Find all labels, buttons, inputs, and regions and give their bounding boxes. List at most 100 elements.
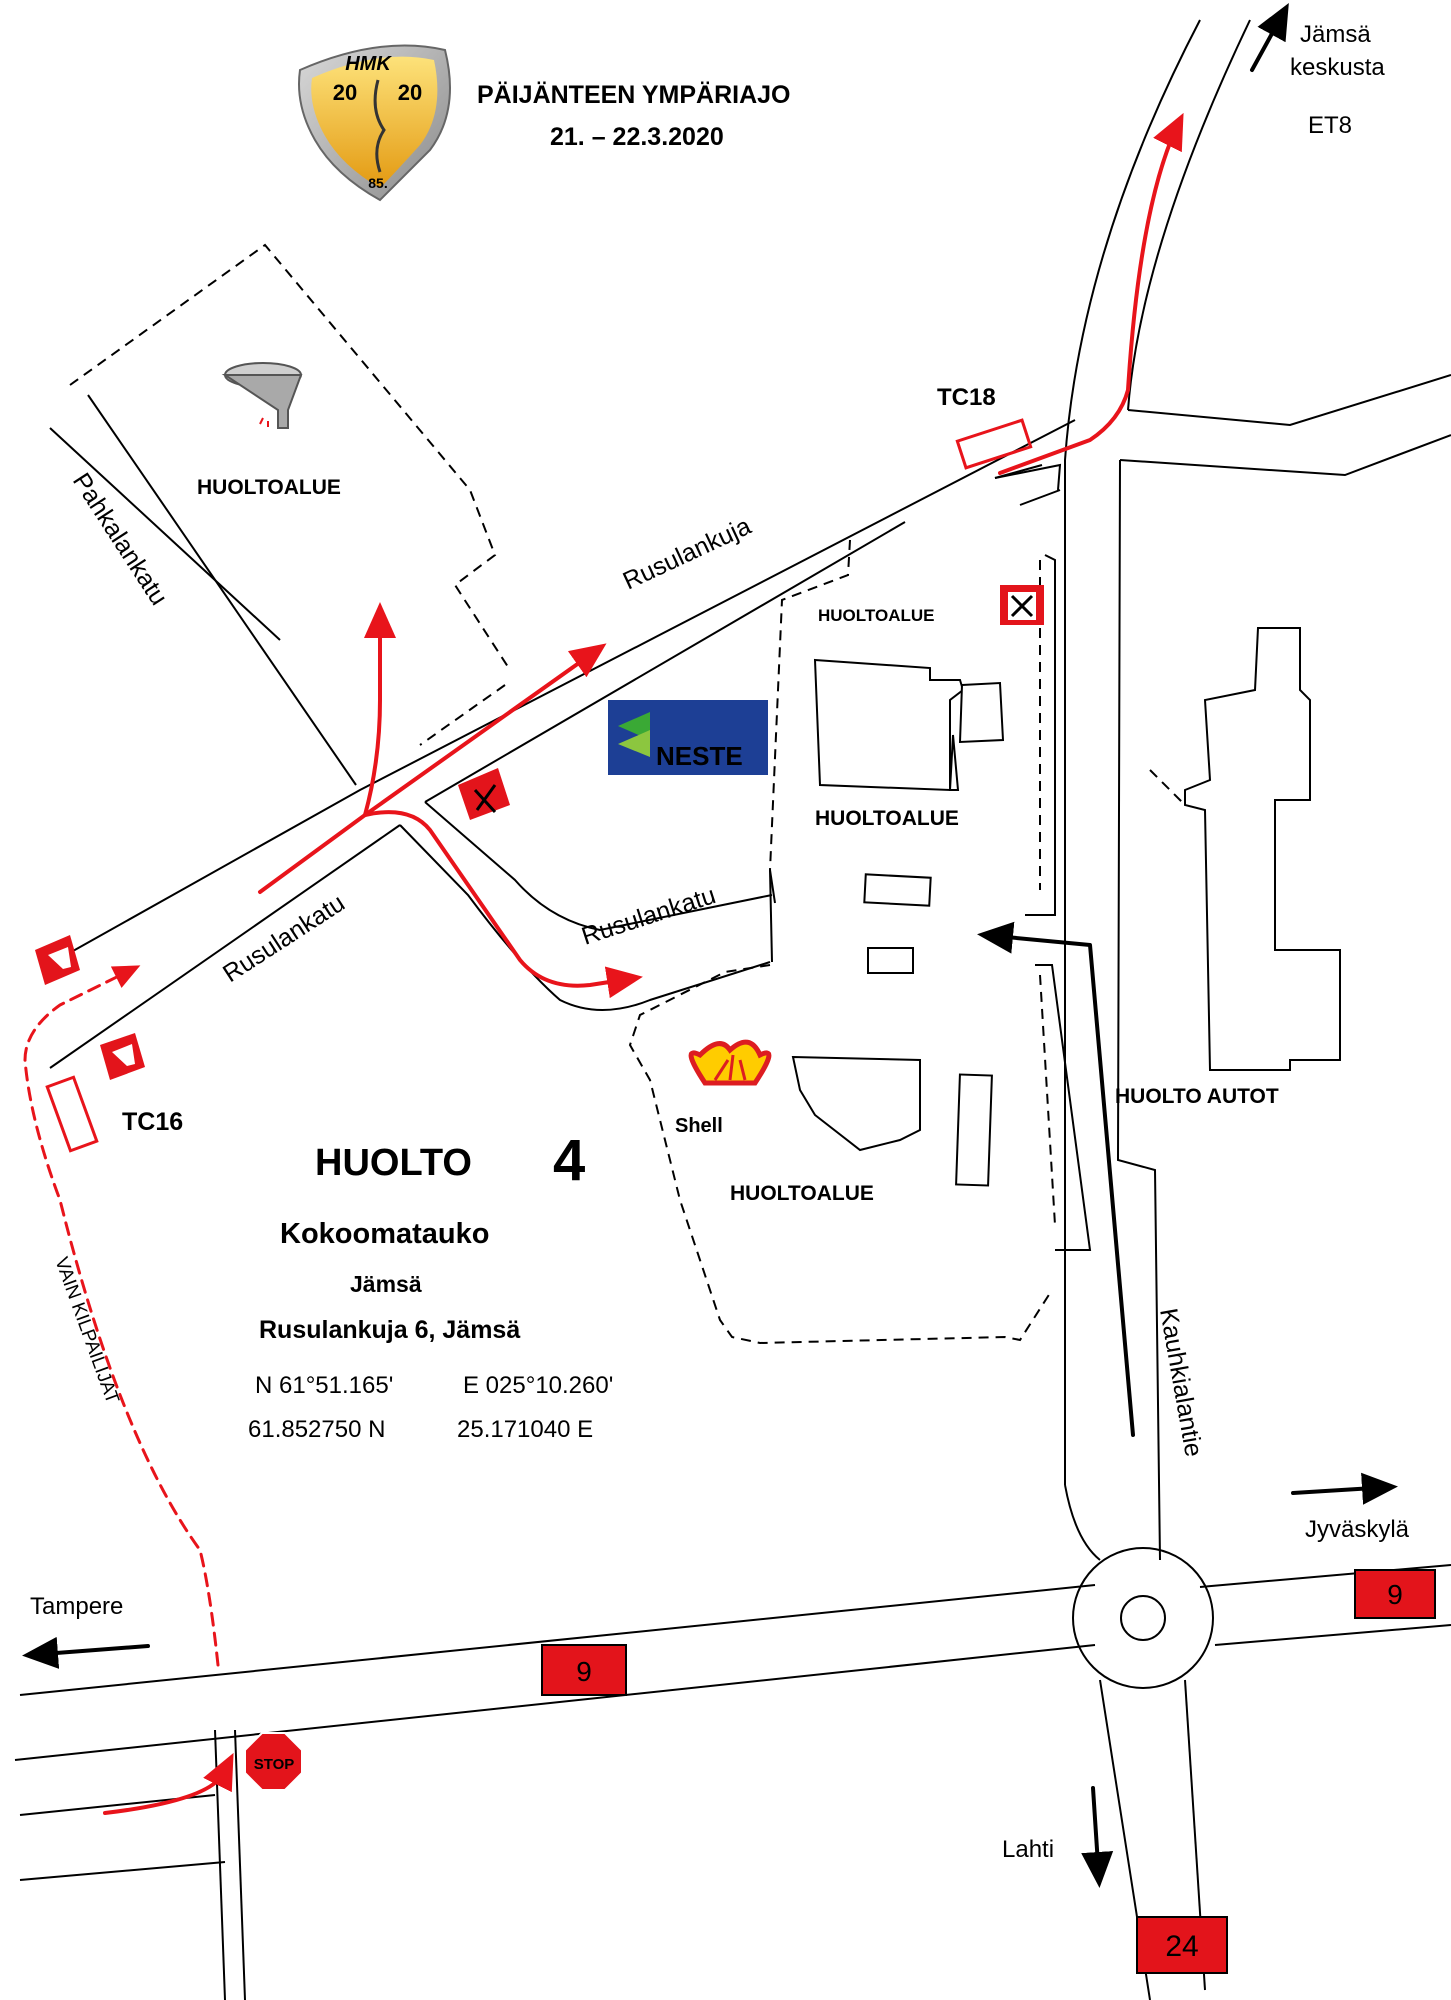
- rusulankatu-lower-west: [399, 824, 771, 1011]
- no-entry-marker-icon: [1000, 585, 1044, 625]
- shell-logo: Shell: [675, 1039, 772, 1137]
- tc18-curb-a: [994, 463, 1062, 491]
- stop-sign-icon: STOP: [244, 1732, 303, 1791]
- jamsa-road-west-edge: [1064, 19, 1201, 1485]
- area-label-huoltoalue-shell: HUOLTOALUE: [730, 1182, 874, 1205]
- info-huolto-number: 4: [553, 1128, 585, 1193]
- direction-lahti: Lahti: [1002, 1836, 1054, 1863]
- control-label-tc16: TC16: [122, 1108, 183, 1136]
- road-sign-9-west: 9: [541, 1644, 627, 1696]
- building-neste-annex-2: [948, 734, 960, 791]
- logo-hmk-text: HMK: [345, 53, 392, 75]
- road-sign-9-east: 9: [1354, 1569, 1436, 1619]
- direction-jyvaskyla: Jyväskylä: [1305, 1516, 1410, 1543]
- road-network: [14, 19, 1451, 2000]
- building-small-b: [867, 947, 914, 974]
- tc16-box: [45, 1075, 99, 1153]
- road9-south-edge-east: [1214, 1624, 1451, 1646]
- neste-east-curb: [1025, 554, 1056, 916]
- huoltoalue-shell-boundary: [628, 964, 1053, 1345]
- route-to-huoltoalue-nw: [363, 602, 396, 817]
- area-label-huoltoalue-neste-top: HUOLTOALUE: [818, 606, 934, 625]
- route-rusulankuja-east: [363, 643, 607, 817]
- huoltoalue-neste-boundary: [769, 539, 851, 871]
- street-label-kauhkialantie: Kauhkialantie: [1154, 1306, 1208, 1459]
- road9-south-edge: [14, 1644, 1096, 1761]
- rusulankuja-south-edge-east: [424, 521, 906, 803]
- shell-wordmark: Shell: [675, 1115, 723, 1137]
- road9-north-edge: [19, 1584, 1096, 1696]
- arrow-jyvaskyla: [1291, 1472, 1398, 1505]
- info-coord-n-dm: N 61°51.165': [255, 1372, 393, 1399]
- event-dates: 21. – 22.3.2020: [550, 123, 724, 151]
- route-rusulankatu-south: [363, 810, 643, 999]
- building-shell-annex: [955, 1073, 993, 1187]
- logo-year-left: 20: [333, 80, 357, 105]
- sw-road-south-edge: [19, 1861, 226, 1881]
- tc18-curb-b: [1019, 489, 1061, 506]
- area-label-huoltoalue-nw: HUOLTOALUE: [197, 476, 341, 499]
- info-kokoomatauko: Kokoomatauko: [280, 1218, 489, 1250]
- pahkalankatu-edge-west: [49, 427, 281, 641]
- huoltoalue-shell-east: [1039, 974, 1056, 1226]
- page-title: PÄIJÄNTEEN YMPÄRIAJO: [477, 81, 791, 109]
- street-label-rusulankuja: Rusulankuja: [619, 512, 756, 596]
- info-address: Rusulankuja 6, Jämsä: [259, 1316, 520, 1344]
- arrow-tampere: [22, 1636, 150, 1669]
- route-huolto-autot: [977, 921, 1135, 1437]
- street-label-pahkalankatu: Pahkalankatu: [67, 468, 173, 610]
- neste-wordmark: NESTE: [656, 741, 743, 771]
- stop-sign-label: STOP: [254, 1756, 295, 1773]
- side-road-south-edge: [1119, 434, 1451, 477]
- no-entry-marker-icon: [458, 768, 510, 820]
- huoltoalue-nw-boundary: [69, 243, 511, 671]
- building-neste-annex: [958, 681, 1005, 744]
- road-sign-9-east-label: 9: [1387, 1579, 1403, 1610]
- pahkalankatu-edge-east: [87, 394, 357, 786]
- info-coord-e-dec: 25.171040 E: [457, 1416, 593, 1443]
- roundabout-inner: [1120, 1595, 1166, 1641]
- control-label-tc18: TC18: [937, 384, 996, 411]
- rusulankatu-lower-east: [424, 801, 773, 932]
- info-coord-e-dm: E 025°10.260': [463, 1372, 613, 1399]
- kauhkialantie-west: [1064, 1484, 1101, 1561]
- neste-service-road-2: [769, 869, 773, 963]
- direction-et8: ET8: [1308, 112, 1352, 139]
- arrow-jamsa: [1250, 2, 1289, 72]
- fire-extinguisher-icon: [100, 1033, 145, 1080]
- building-neste-main: [813, 658, 965, 792]
- road-sign-24: 24: [1136, 1916, 1228, 1974]
- dashed-lines: [69, 243, 1186, 1345]
- buildings: [791, 627, 1341, 1187]
- road-sign-9-west-label: 9: [576, 1656, 592, 1687]
- road9-north-edge-east: [1199, 1564, 1451, 1588]
- rusulankatu-south-edge-west: [49, 824, 401, 1069]
- info-coord-n-dec: 61.852750 N: [248, 1416, 385, 1443]
- route-tc18-to-jamsa: [998, 112, 1184, 475]
- building-small-a: [863, 873, 932, 907]
- street-label-rusulankatu-lower: Rusulankatu: [578, 881, 719, 951]
- route-vain-kilpailijat: [23, 965, 220, 1667]
- east-complex-dashes: [1149, 769, 1186, 806]
- side-road-north-edge: [1127, 374, 1451, 427]
- building-east-complex: [1184, 627, 1341, 1071]
- huoltoalue-nw-bottom: [419, 684, 506, 746]
- logo-anniversary: 85.: [368, 175, 387, 191]
- direction-tampere: Tampere: [30, 1593, 123, 1620]
- area-label-huoltoalue-neste-mid: HUOLTOALUE: [815, 807, 959, 830]
- fuel-funnel-icon: [221, 362, 303, 429]
- logo-year-right: 20: [398, 80, 422, 105]
- neste-logo: NESTE: [608, 700, 768, 775]
- route-stop-entry: [103, 1752, 234, 1815]
- fire-extinguisher-icon: [35, 935, 80, 985]
- roundabout-outer: [1072, 1547, 1214, 1689]
- rusulankuja-north-edge: [47, 419, 1076, 966]
- sw-road-east-edge: [234, 1729, 246, 2000]
- direction-jamsa-line1: Jämsä: [1300, 21, 1371, 48]
- control-boxes: [45, 418, 1033, 1153]
- routes: [22, 2, 1398, 1888]
- info-huolto: HUOLTO: [315, 1142, 472, 1184]
- logo-shield-inner: [311, 56, 438, 188]
- hmk-logo: HMK 20 20 85.: [298, 44, 451, 202]
